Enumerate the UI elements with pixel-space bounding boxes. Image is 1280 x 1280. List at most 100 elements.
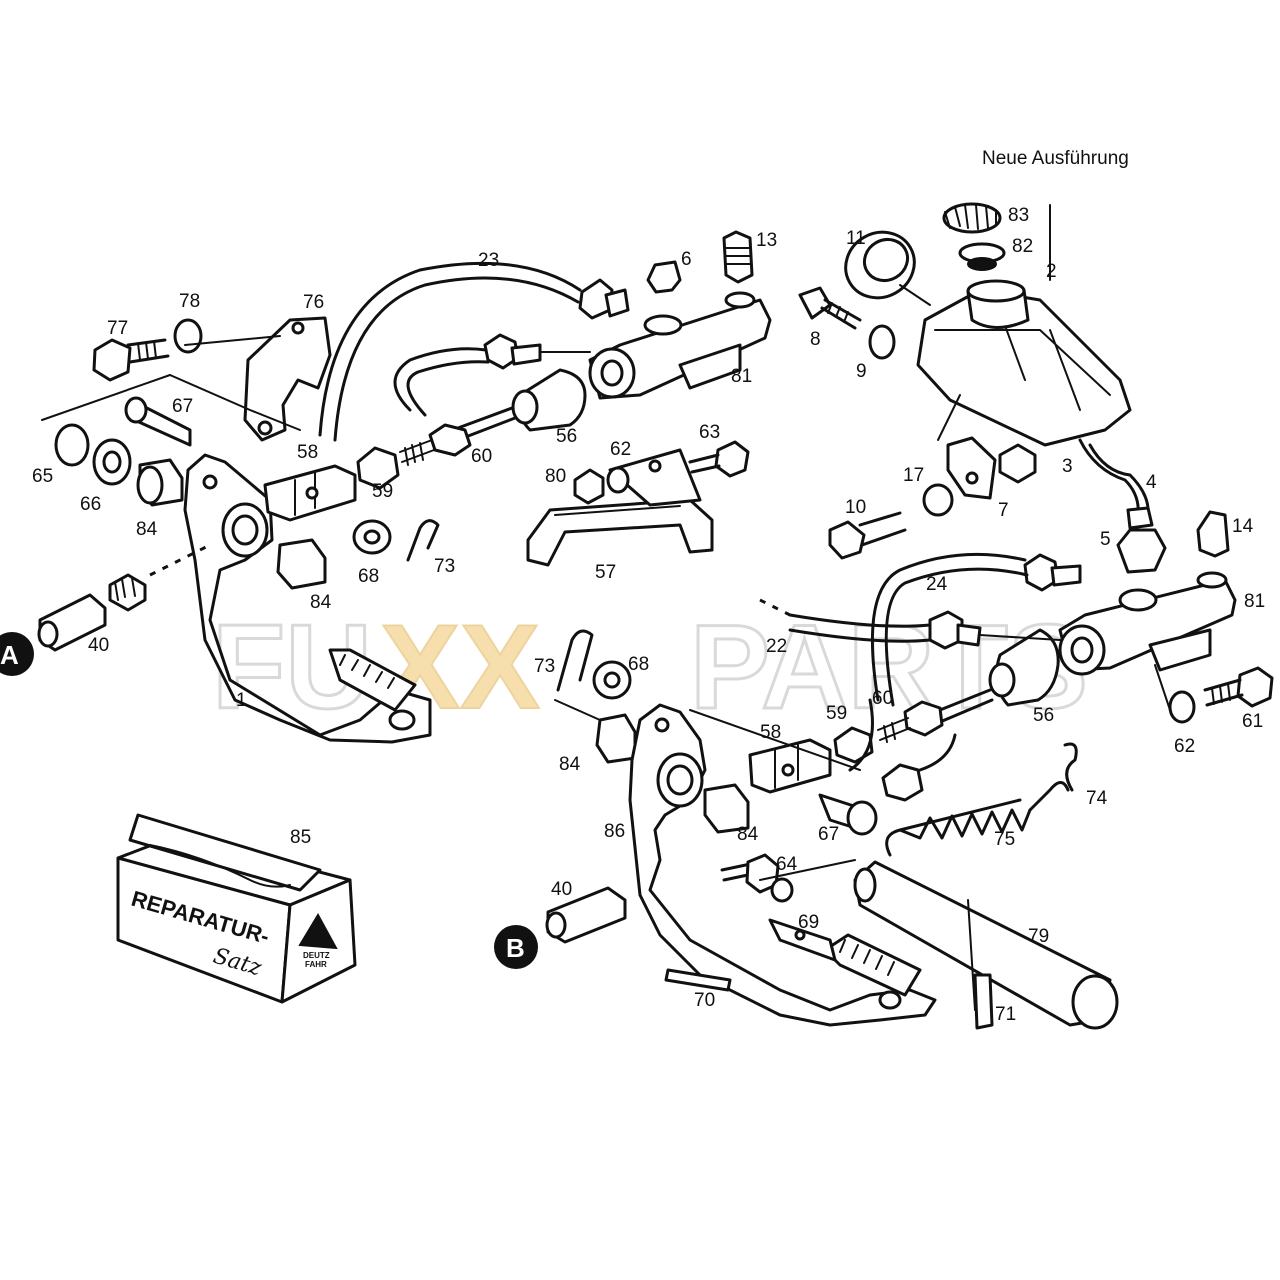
cylinder-bore xyxy=(600,359,624,387)
hose-24-inner xyxy=(884,567,1029,707)
pedal-shaft-end xyxy=(124,396,148,424)
supply-hose xyxy=(1078,438,1140,517)
bracket-hole-lower xyxy=(257,420,273,436)
part-number: 1 xyxy=(236,690,247,711)
part-number: 81 xyxy=(1244,591,1265,612)
reservoir-edge xyxy=(934,329,1111,396)
part-number: 74 xyxy=(1086,788,1108,809)
roll-pin xyxy=(664,968,732,992)
line-fitting-lower-body xyxy=(956,623,982,647)
part-number: 71 xyxy=(995,1004,1016,1025)
bracket-nut xyxy=(998,443,1037,484)
part-number: 9 xyxy=(856,361,867,382)
kit-box-paper xyxy=(149,844,291,888)
hose-22-continuation xyxy=(759,598,791,617)
dust-boot-end xyxy=(511,389,539,425)
bracket-nut xyxy=(573,468,605,505)
hose-22-outer xyxy=(393,347,488,412)
part-number: 57 xyxy=(595,562,616,583)
pedal-bushing-right xyxy=(703,783,750,834)
pushrod-nut xyxy=(428,423,472,457)
bolt-guide xyxy=(184,335,281,346)
hose-22-outer xyxy=(788,613,932,628)
pedal-bushing-face xyxy=(136,465,164,505)
part-number: 82 xyxy=(1012,236,1033,257)
pedal-hub-bore xyxy=(666,764,694,796)
marker-a: A xyxy=(0,632,34,676)
bracket-guide xyxy=(169,374,301,431)
part-number: 67 xyxy=(818,824,839,845)
bracket-bolt-head xyxy=(92,338,132,382)
shaft-guide xyxy=(41,374,171,421)
pushrod-thread xyxy=(877,717,911,743)
part-number: 40 xyxy=(551,879,572,900)
repair-kit-box: REPARATUR- Satz DEUTZ FAHR xyxy=(116,813,357,1004)
parking-latch xyxy=(768,918,837,962)
part-number: 76 xyxy=(303,292,324,313)
line-fitting-body xyxy=(1050,564,1082,587)
part-number: 7 xyxy=(998,500,1009,521)
kit-brand-bottom: FAHR xyxy=(305,960,327,969)
hose-23-outer xyxy=(318,261,582,437)
clevis-washer-hole xyxy=(363,529,381,545)
part-number: 13 xyxy=(756,230,777,251)
pedal-pad-eye xyxy=(388,709,416,731)
bracket-washer xyxy=(922,483,954,517)
clevis-washer-hole xyxy=(603,671,621,689)
part-number: 84 xyxy=(737,824,759,845)
part-number: 68 xyxy=(628,654,649,675)
cylinder-washer xyxy=(1168,690,1196,724)
bleed-washer xyxy=(1196,571,1228,589)
part-number: 23 xyxy=(478,250,499,271)
part-number: 84 xyxy=(310,592,332,613)
callout-line-11 xyxy=(899,284,931,306)
part-number: 56 xyxy=(556,426,577,447)
part-number: 78 xyxy=(179,291,200,312)
hose-23-inner xyxy=(333,276,580,442)
master-cylinder-upper xyxy=(318,230,772,490)
part-number: 5 xyxy=(1100,529,1111,550)
stop-sleeve-end xyxy=(37,620,59,648)
pedal-pad-eye xyxy=(878,990,902,1010)
pushrod-thread xyxy=(399,439,435,466)
callout-labels: 2 3 4 5 6 7 8 9 10 11 13 14 17 22 23 24 … xyxy=(32,205,1265,1025)
part-number: 10 xyxy=(845,497,866,518)
part-number: 68 xyxy=(358,566,379,587)
bracket-bolt-head xyxy=(828,520,866,560)
clevis-slot xyxy=(774,744,799,789)
cylinder-bore xyxy=(1070,636,1094,664)
bracket-fold xyxy=(554,505,681,516)
bracket-plate xyxy=(608,448,702,507)
part-number: 61 xyxy=(1242,711,1263,732)
cylinder-bolt-guide xyxy=(1154,664,1171,711)
bleed-fitting xyxy=(881,763,924,802)
bleed-washer xyxy=(724,291,756,309)
circlip xyxy=(54,423,90,467)
cap-knurl xyxy=(944,204,997,230)
line-fitting-body xyxy=(510,343,542,366)
washer xyxy=(868,324,896,360)
bracket-washer xyxy=(173,318,203,354)
marker-a-label: A xyxy=(0,640,19,670)
part-number: 24 xyxy=(926,574,948,595)
part-number: 8 xyxy=(810,329,821,350)
return-spring-core xyxy=(898,798,1022,832)
part-number: 86 xyxy=(604,821,625,842)
watermark-middle: XX xyxy=(380,600,540,734)
reservoir-group xyxy=(798,202,1150,560)
filler-neck-top xyxy=(966,279,1026,303)
part-number: 79 xyxy=(1028,926,1049,947)
port-fitting xyxy=(643,314,683,336)
bolt-head xyxy=(798,286,832,320)
part-number: 85 xyxy=(290,827,311,848)
pedal-pivot-hole xyxy=(654,717,670,733)
pedal-bushing-right xyxy=(276,538,327,590)
clevis-hole xyxy=(305,486,319,500)
bolt-thread xyxy=(827,302,849,323)
dust-boot-end xyxy=(988,662,1016,698)
right-pedal-group xyxy=(545,629,1119,1030)
hose-24-outer xyxy=(870,552,1027,702)
part-number: 80 xyxy=(545,466,566,487)
part-number: 65 xyxy=(32,466,53,487)
part-number: 59 xyxy=(372,481,393,502)
